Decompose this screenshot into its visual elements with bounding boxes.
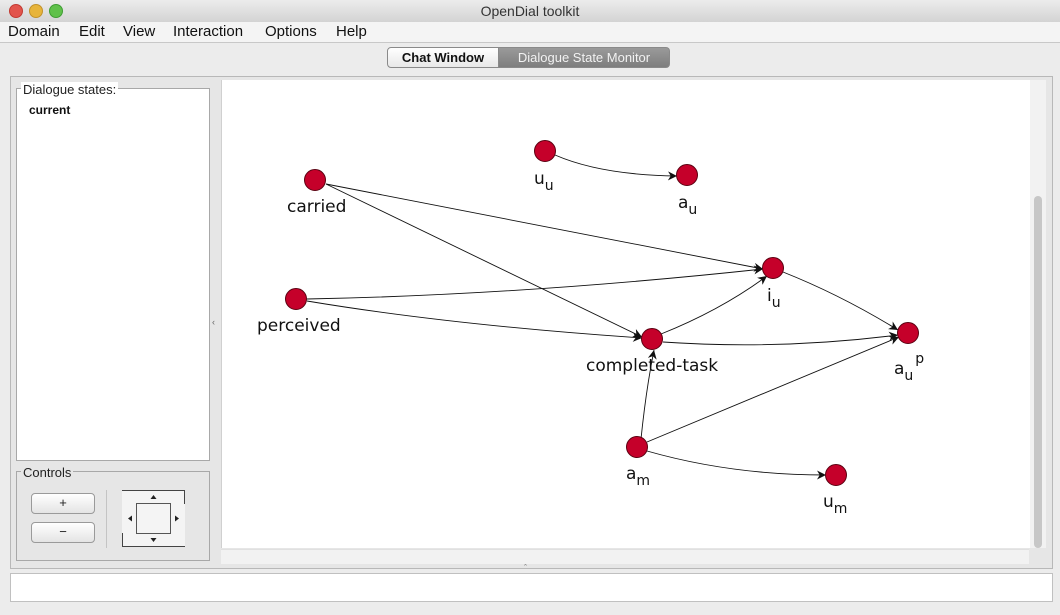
label-perceived: perceived: [257, 316, 341, 336]
menu-domain[interactable]: Domain: [8, 23, 60, 40]
window-title: OpenDial toolkit: [480, 3, 580, 19]
edge-perceived-completed: [306, 300, 643, 342]
menu-help[interactable]: Help: [336, 23, 367, 40]
graph-vertical-scroll-thumb[interactable]: [1034, 196, 1042, 548]
pan-up-icon[interactable]: [150, 495, 157, 499]
node-u-m[interactable]: [825, 464, 847, 486]
edge-uu-au: [554, 154, 678, 181]
tab-chat-window[interactable]: Chat Window: [387, 47, 499, 68]
label-u-u: uu: [534, 169, 554, 194]
controls-title: Controls: [21, 465, 74, 480]
edge-am-completed: [640, 349, 657, 440]
edge-carried-iu: [325, 183, 764, 272]
edge-completed-iu: [660, 275, 768, 335]
label-a-u: au: [678, 193, 697, 218]
label-completed-task: completed-task: [586, 356, 718, 376]
node-carried[interactable]: [304, 169, 326, 191]
edge-carried-completed: [325, 183, 643, 338]
menu-interaction[interactable]: Interaction: [173, 23, 244, 40]
edge-am-aup: [646, 336, 900, 443]
edge-perceived-iu: [306, 265, 764, 300]
menu-view[interactable]: View: [123, 23, 156, 40]
close-window-button[interactable]: [9, 4, 23, 18]
label-i-u: iu: [767, 286, 781, 311]
dialogue-states-title: Dialogue states:: [21, 82, 119, 97]
title-bar: OpenDial toolkit: [0, 0, 1060, 23]
graph-horizontal-scrollbar[interactable]: [221, 549, 1029, 564]
menu-options[interactable]: Options: [265, 23, 317, 40]
node-perceived[interactable]: [285, 288, 307, 310]
pan-down-icon[interactable]: [150, 538, 157, 542]
pan-navigator: [122, 490, 185, 547]
node-a-u[interactable]: [676, 164, 698, 186]
zoom-window-button[interactable]: [49, 4, 63, 18]
label-u-m: um: [823, 492, 847, 517]
node-completed-task[interactable]: [641, 328, 663, 350]
tab-dialogue-state-monitor[interactable]: Dialogue State Monitor: [499, 47, 670, 68]
edge-am-um: [646, 450, 827, 480]
state-item-current[interactable]: current: [29, 103, 71, 117]
node-i-u[interactable]: [762, 257, 784, 279]
node-a-u-p[interactable]: [897, 322, 919, 344]
edge-completed-aup: [662, 331, 899, 346]
graph-canvas[interactable]: uu au carried iu perceived completed-tas…: [221, 80, 1030, 548]
node-u-u[interactable]: [534, 140, 556, 162]
pan-left-icon[interactable]: [128, 515, 132, 522]
pan-right-icon[interactable]: [175, 515, 179, 522]
zoom-out-button[interactable]: −: [31, 522, 95, 543]
node-a-m[interactable]: [626, 436, 648, 458]
menu-bar: Domain Edit View Interaction Options Hel…: [0, 22, 1060, 43]
controls-separator: [106, 490, 107, 548]
split-divider-grip[interactable]: ‹: [212, 317, 215, 327]
dependency-graph: uu au carried iu perceived completed-tas…: [257, 140, 924, 517]
label-a-u-p: aup: [894, 351, 924, 384]
tab-bar: Chat Window Dialogue State Monitor: [387, 47, 670, 68]
bottom-panel: [10, 573, 1053, 602]
bottom-divider-grip[interactable]: ˆ: [524, 563, 527, 573]
zoom-in-button[interactable]: +: [31, 493, 95, 514]
label-a-m: am: [626, 464, 650, 489]
label-carried: carried: [287, 197, 346, 217]
minimize-window-button[interactable]: [29, 4, 43, 18]
menu-edit[interactable]: Edit: [79, 23, 105, 40]
dialogue-states-list: [16, 88, 210, 461]
edge-iu-aup: [782, 271, 899, 331]
